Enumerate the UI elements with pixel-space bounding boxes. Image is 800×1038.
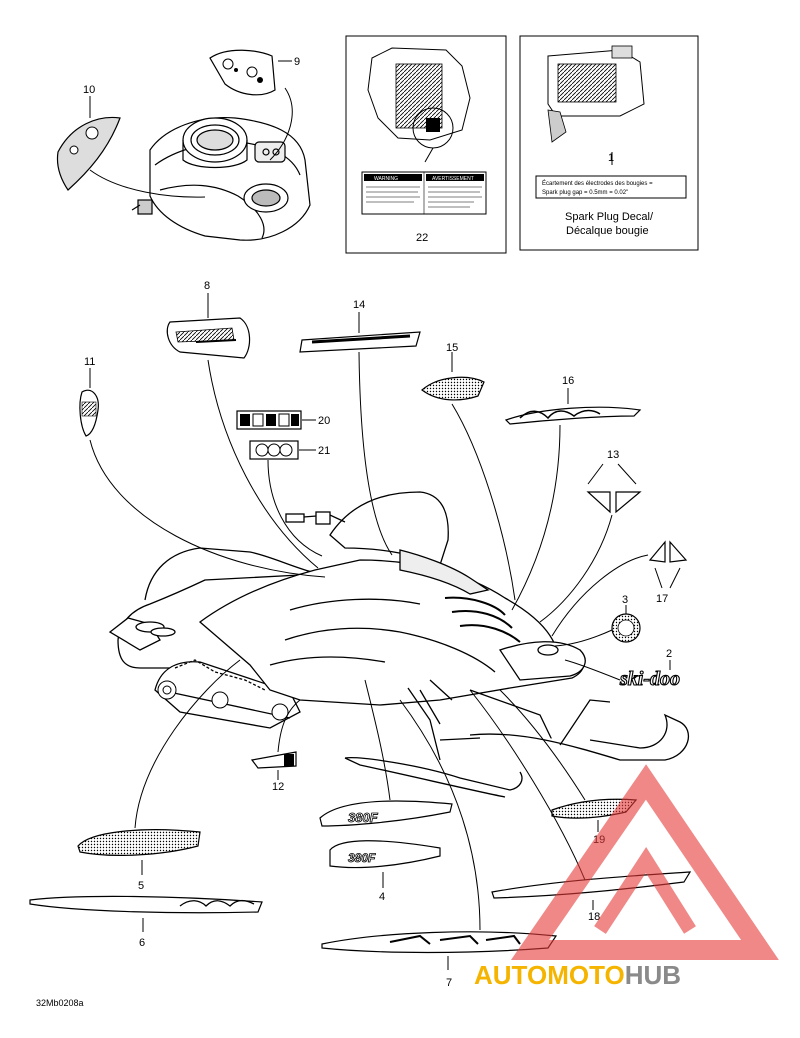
callout-10: 10 (83, 84, 95, 96)
watermark-moto: MOTO (547, 960, 625, 990)
decal-21 (249, 440, 299, 460)
callout-21: 21 (318, 445, 330, 457)
callout-13: 13 (607, 449, 619, 461)
decal-13 (586, 491, 642, 514)
callout-17: 17 (656, 593, 668, 605)
callout-4: 4 (379, 891, 385, 903)
decal-15 (421, 376, 485, 401)
spark-decal-line-2: Spark plug gap = 0.5mm = 0.02" (542, 190, 628, 196)
reference-code: 32Mb0208a (36, 998, 84, 1008)
decal-12 (250, 751, 297, 769)
warning-decal-box: WARNING AVERTISSEMENT 22 (345, 35, 507, 254)
decal-9 (209, 49, 276, 96)
console-assembly (131, 116, 311, 241)
callout-20: 20 (318, 415, 330, 427)
callout-9: 9 (294, 56, 300, 68)
watermark-triangle (510, 764, 779, 960)
callout-16: 16 (562, 375, 574, 387)
callout-2: 2 (666, 648, 672, 660)
decal-3 (611, 613, 641, 643)
engine-decal-label: 380F (348, 810, 379, 825)
decal-14 (299, 331, 421, 353)
decal-5 (77, 829, 201, 856)
callout-12: 12 (272, 781, 284, 793)
callout-8: 8 (204, 280, 210, 292)
decal-17 (648, 540, 688, 563)
spark-caption-line-2: Décalque bougie (566, 225, 649, 237)
callout-3: 3 (622, 594, 628, 606)
spark-decal-line-1: Écartement des électrodes des bougies = (542, 180, 653, 187)
decal-2: ski-doo (618, 667, 680, 690)
warning-right-header: AVERTISSEMENT (432, 176, 474, 182)
callout-11: 11 (84, 356, 95, 368)
decal-4: 380F 380F (319, 800, 453, 869)
callout-18: 18 (588, 911, 600, 923)
decal-10 (56, 116, 121, 191)
engine-decal-label-2: 380F (348, 851, 376, 865)
callout-5: 5 (138, 880, 144, 892)
callout-14: 14 (353, 299, 365, 311)
callout-1: 1 (608, 152, 614, 164)
spark-plug-decal-box: 1 Écartement des électrodes des bougies … (519, 35, 699, 251)
callout-22: 22 (416, 232, 428, 244)
decal-6 (29, 895, 263, 914)
watermark-hub: HUB (625, 960, 681, 990)
decal-16 (504, 406, 642, 425)
watermark-auto: AUTO (474, 960, 547, 990)
watermark: AUTO MOTO HUB (474, 764, 779, 990)
spark-caption-line-1: Spark Plug Decal/ (565, 211, 654, 223)
callout-6: 6 (139, 937, 145, 949)
callout-7: 7 (446, 977, 452, 989)
decal-11 (79, 389, 99, 437)
warning-left-header: WARNING (374, 176, 398, 182)
brand-logo-decal: ski-doo (619, 668, 680, 690)
snowmobile (108, 491, 689, 798)
decal-8 (166, 317, 251, 359)
callout-15: 15 (446, 342, 458, 354)
decal-20 (236, 410, 302, 430)
